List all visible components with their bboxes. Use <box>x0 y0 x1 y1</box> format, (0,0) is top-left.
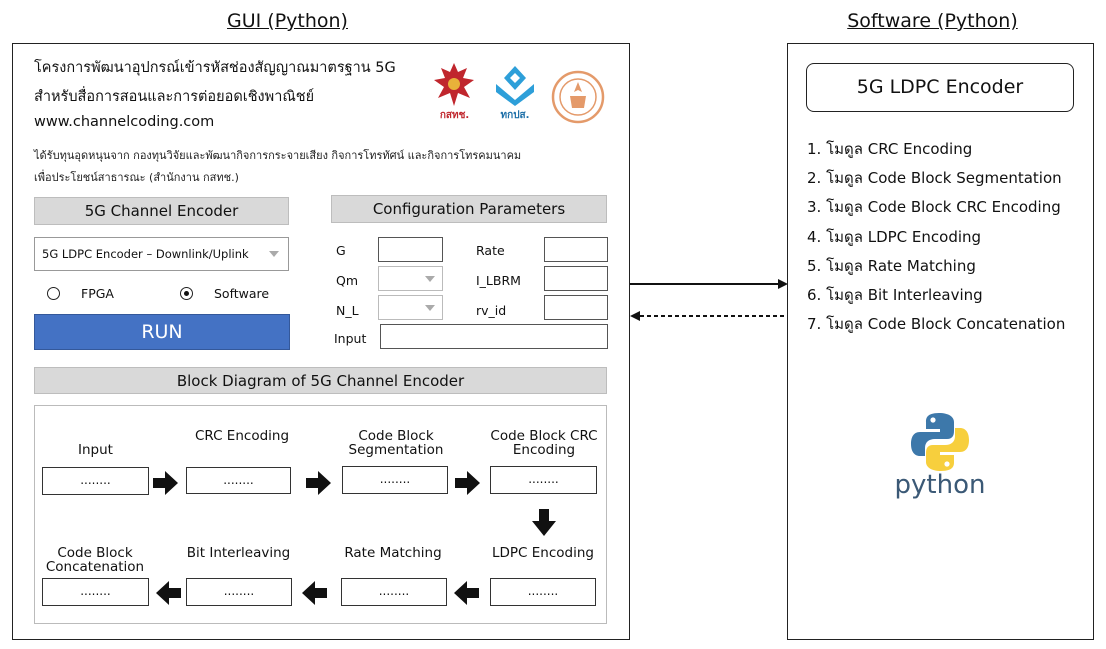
funding-line2: เพื่อประโยชน์สาธารณะ (สำนักงาน กสทช.) <box>34 171 239 184</box>
param-lbrm-label: I_LBRM <box>476 273 521 288</box>
radio-software-label: Software <box>214 286 270 301</box>
chevron-down-icon <box>425 305 435 311</box>
block-input-box: ........ <box>42 467 149 495</box>
module-item-2: 2. โมดูล Code Block Segmentation <box>807 169 1062 187</box>
param-rate-label: Rate <box>476 243 505 258</box>
arrow-right-1 <box>153 471 178 495</box>
block-crc-label: CRC Encoding <box>194 428 290 444</box>
arrow-left-2 <box>302 581 327 605</box>
block-concat-label: Code Block Concatenation <box>45 545 145 575</box>
python-label: python <box>894 470 986 500</box>
param-rvid-input[interactable] <box>544 295 608 320</box>
radio-selected-dot <box>183 290 189 296</box>
project-title-line2: สำหรับสื่อการสอนและการต่อยอดเชิงพาณิชย์ <box>34 89 315 105</box>
ntbc-logo: กสทช. <box>432 60 477 126</box>
module-item-5: 5. โมดูล Rate Matching <box>807 257 976 275</box>
run-button[interactable]: RUN <box>34 314 290 350</box>
block-rm-label: Rate Matching <box>344 545 442 561</box>
param-lbrm-input[interactable] <box>544 266 608 291</box>
software-panel <box>787 43 1094 640</box>
param-nl-label: N_L <box>336 303 359 318</box>
arrow-left-3 <box>156 581 181 605</box>
module-item-1: 1. โมดูล CRC Encoding <box>807 140 973 158</box>
arrow-right-3 <box>455 471 480 495</box>
software-header: 5G LDPC Encoder <box>806 63 1074 112</box>
radio-fpga-label: FPGA <box>81 286 114 301</box>
param-g-label: G <box>336 243 346 258</box>
gui-title: GUI (Python) <box>227 10 348 32</box>
block-cbcrc-box: ........ <box>490 466 597 494</box>
encoder-select-value: 5G LDPC Encoder – Downlink/Uplink <box>42 247 249 261</box>
block-crc-box: ........ <box>186 467 291 494</box>
software-title: Software (Python) <box>847 10 1018 32</box>
python-logo-icon <box>908 410 972 474</box>
block-diagram-area <box>34 405 607 624</box>
website-link[interactable]: www.channelcoding.com <box>34 114 215 130</box>
diagram-header: Block Diagram of 5G Channel Encoder <box>34 367 607 394</box>
funding-line1: ได้รับทุนอุดหนุนจาก กองทุนวิจัยและพัฒนาก… <box>34 149 522 162</box>
module-item-7: 7. โมดูล Code Block Concatenation <box>807 315 1066 333</box>
param-input-label: Input <box>334 331 367 346</box>
chevron-down-icon <box>425 276 435 282</box>
block-bi-label: Bit Interleaving <box>186 545 291 561</box>
request-arrow-head <box>778 279 788 289</box>
logo1-text: กสทช. <box>439 110 470 121</box>
param-rate-input[interactable] <box>544 237 608 262</box>
module-item-6: 6. โมดูล Bit Interleaving <box>807 286 983 304</box>
param-nl-select[interactable] <box>378 295 443 320</box>
module-item-3: 3. โมดูล Code Block CRC Encoding <box>807 198 1061 216</box>
seal-logo <box>551 70 605 124</box>
chevron-down-icon <box>269 251 279 257</box>
module-item-4: 4. โมดูล LDPC Encoding <box>807 228 982 246</box>
block-bi-box: ........ <box>186 578 292 606</box>
block-cbcrc-label: Code Block CRC Encoding <box>490 428 598 458</box>
block-input-label: Input <box>78 442 113 458</box>
logo2-text: ทกปส. <box>500 110 530 121</box>
response-arrow-head <box>630 311 640 321</box>
block-ldpc-label: LDPC Encoding <box>492 545 594 561</box>
block-ldpc-box: ........ <box>490 578 596 606</box>
block-concat-box: ........ <box>42 578 149 606</box>
block-seg-box: ........ <box>342 466 448 494</box>
radio-software[interactable] <box>180 287 193 300</box>
param-rvid-label: rv_id <box>476 303 507 318</box>
block-seg-label: Code Block Segmentation <box>348 428 444 458</box>
arrow-down-1 <box>532 509 556 536</box>
arrow-left-1 <box>454 581 479 605</box>
tpbs-logo: ทกปส. <box>492 64 538 126</box>
param-qm-label: Qm <box>336 273 359 288</box>
arrow-right-2 <box>306 471 331 495</box>
block-rm-box: ........ <box>341 578 447 606</box>
encoder-header: 5G Channel Encoder <box>34 197 289 225</box>
encoder-select[interactable]: 5G LDPC Encoder – Downlink/Uplink <box>34 237 289 271</box>
radio-fpga[interactable] <box>47 287 60 300</box>
param-qm-select[interactable] <box>378 266 443 291</box>
param-g-input[interactable] <box>378 237 443 262</box>
config-header: Configuration Parameters <box>331 195 607 223</box>
project-title-line1: โครงการพัฒนาอุปกรณ์เข้ารหัสช่องสัญญาณมาต… <box>34 60 396 76</box>
param-input-field[interactable] <box>380 324 608 349</box>
